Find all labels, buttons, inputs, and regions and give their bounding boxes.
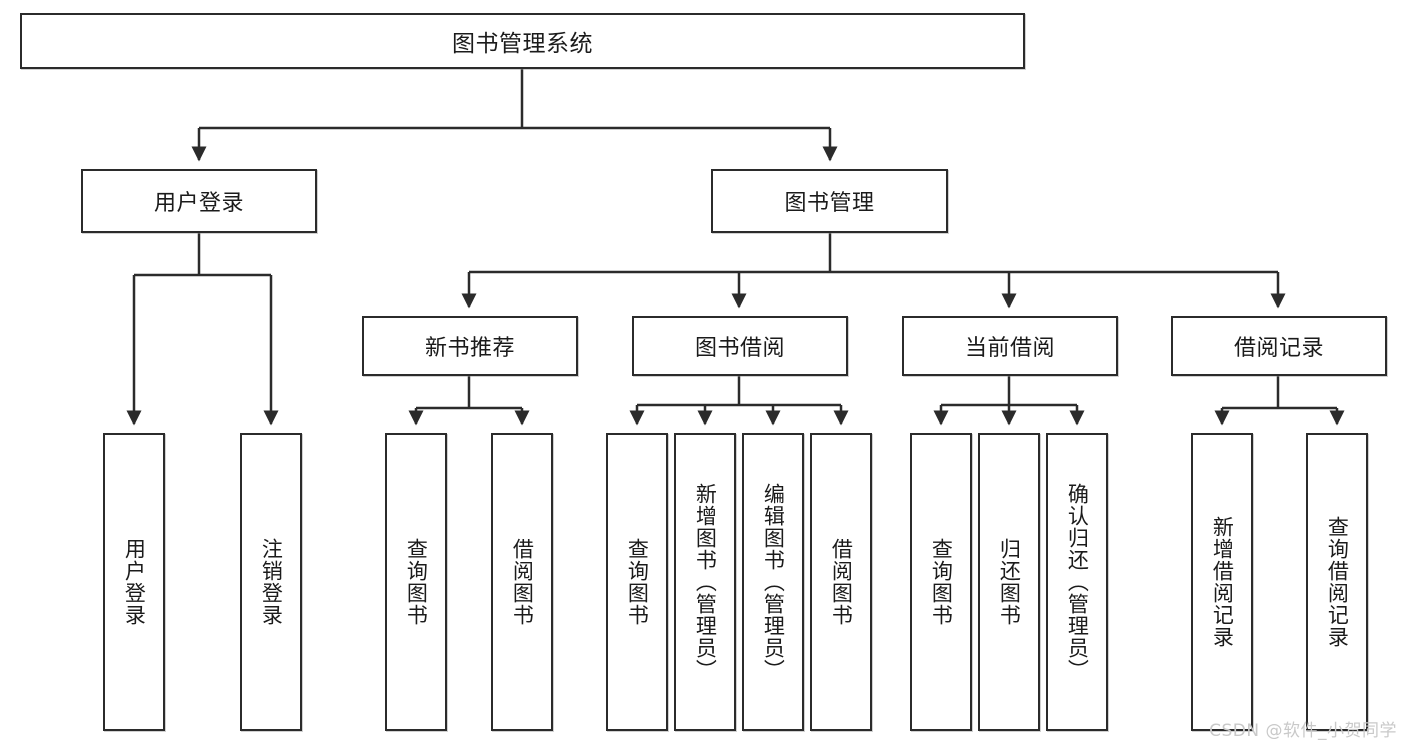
node-leaf-query-book-2[interactable]: 查询图书 [606,433,668,731]
node-user-login[interactable]: 用户登录 [81,169,317,233]
node-leaf-add-book[interactable]: 新增图书（管理员） [674,433,736,731]
node-leaf-confirm-return[interactable]: 确认归还（管理员） [1046,433,1108,731]
node-leaf-query-record[interactable]: 查询借阅记录 [1306,433,1368,731]
node-book-borrow[interactable]: 图书借阅 [632,316,848,376]
node-new-book-rec[interactable]: 新书推荐 [362,316,578,376]
node-leaf-borrow-book-1[interactable]: 借阅图书 [491,433,553,731]
node-leaf-query-book-1[interactable]: 查询图书 [385,433,447,731]
node-borrow-record[interactable]: 借阅记录 [1171,316,1387,376]
node-leaf-add-record[interactable]: 新增借阅记录 [1191,433,1253,731]
node-leaf-query-book-3[interactable]: 查询图书 [910,433,972,731]
node-leaf-edit-book[interactable]: 编辑图书（管理员） [742,433,804,731]
node-leaf-return-book[interactable]: 归还图书 [978,433,1040,731]
node-root[interactable]: 图书管理系统 [20,13,1025,69]
node-leaf-borrow-book-2[interactable]: 借阅图书 [810,433,872,731]
node-current-borrow[interactable]: 当前借阅 [902,316,1118,376]
node-book-manage[interactable]: 图书管理 [711,169,948,233]
node-leaf-user-login[interactable]: 用户登录 [103,433,165,731]
watermark-text: CSDN @软件_小贺同学 [1209,721,1397,741]
node-leaf-logout[interactable]: 注销登录 [240,433,302,731]
